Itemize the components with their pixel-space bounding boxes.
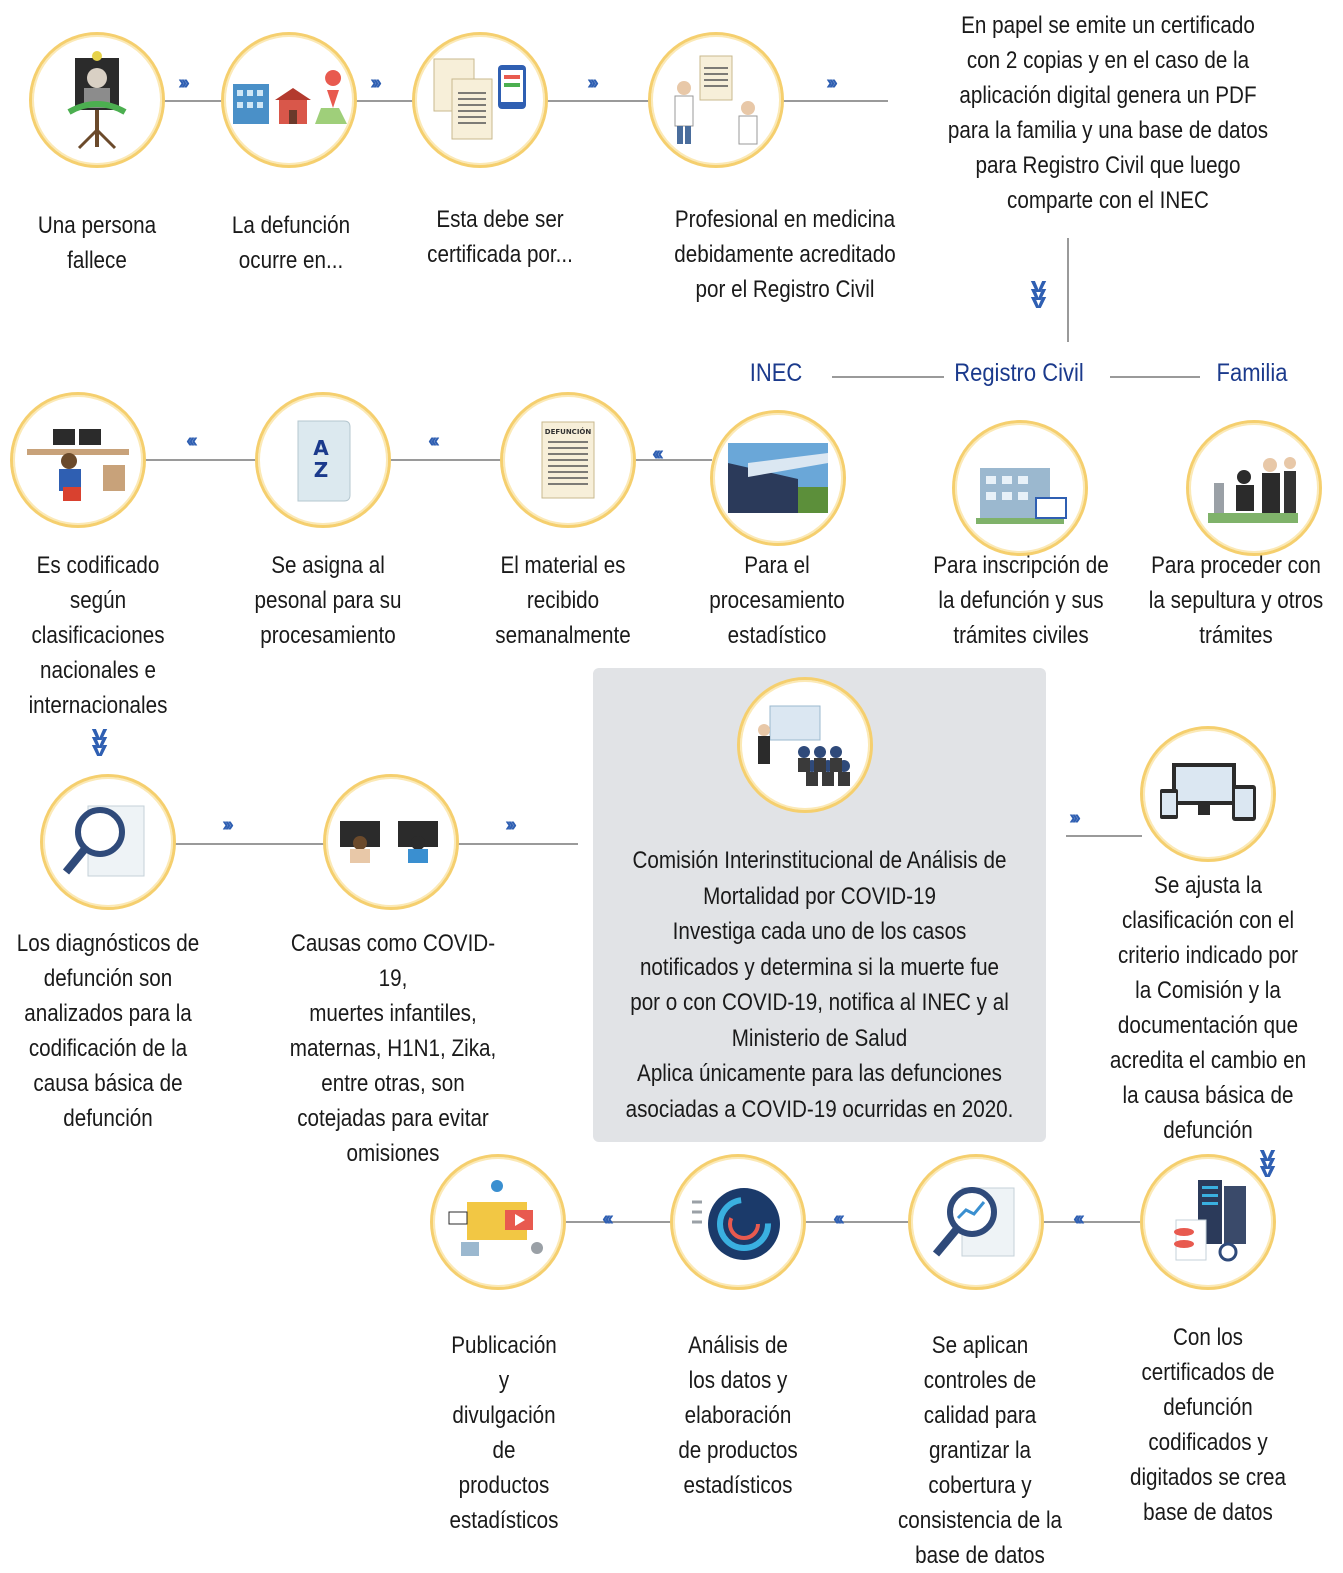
circle-analysis: [670, 1154, 806, 1290]
scroll-document-icon: A Z: [297, 420, 351, 502]
funeral-family-icon: [1208, 457, 1298, 523]
header-familia: Familia: [1216, 359, 1288, 387]
arrow-right-icon: ›››: [370, 72, 382, 94]
meeting-presentation-icon: [758, 705, 850, 786]
step-quality-label: Se aplican controles de calidad para gra…: [897, 1332, 1063, 1569]
workers-computers-icon: [340, 821, 438, 863]
arrow-left-icon: ‹‹‹: [602, 1208, 614, 1230]
office-workers-icon: [27, 429, 129, 501]
familia-desc-label: Para proceder con la sepultura y otros t…: [1148, 552, 1324, 649]
circle-registro-civil: [952, 420, 1088, 556]
svg-text:Z: Z: [314, 458, 329, 482]
step-causes-label: Causas como COVID-19, muertes infantiles…: [289, 930, 497, 1167]
donut-chart-icon: [692, 1188, 780, 1260]
step-coded-label: Es codificado según clasificaciones naci…: [28, 552, 168, 719]
deceased-portrait-icon: [67, 51, 127, 150]
arrow-left-icon: ‹‹‹: [833, 1208, 845, 1230]
step-analysis-label: Análisis de los datos y elaboración de p…: [678, 1332, 798, 1499]
step-assigned-label: Se asigna al pesonal para su procesamien…: [254, 552, 402, 649]
circle-publication: [430, 1154, 566, 1290]
step-publication-label: Publicación y divulgación de productos e…: [449, 1332, 559, 1534]
circle-adjust: [1140, 726, 1276, 862]
inec-desc-label: Para el procesamiento estadístico: [709, 552, 845, 649]
registro-civil-building-icon: [976, 468, 1067, 524]
step-certificate-copies-label: En papel se emite un certificado con 2 c…: [947, 12, 1269, 214]
arrow-left-icon: ‹‹‹: [652, 443, 664, 465]
step-database-label: Con los certificados de defunción codifi…: [1129, 1324, 1287, 1526]
magnifier-document-icon: [62, 805, 145, 877]
devices-icon: [1160, 763, 1256, 821]
inec-building-icon: [728, 443, 828, 513]
arrow-right-icon: ›››: [505, 814, 517, 836]
server-database-icon: [1174, 1180, 1246, 1262]
step-received-label: El material es recibido semanalmente: [495, 552, 631, 649]
circle-person-dies: [29, 32, 165, 168]
step-adjust-label: Se ajusta la clasificación con el criter…: [1109, 872, 1307, 1144]
circle-commission: [737, 677, 873, 813]
arrow-right-icon: ›››: [178, 72, 190, 94]
certificate-documents-icon: [433, 58, 526, 140]
circle-certification: [412, 32, 548, 168]
arrow-left-icon: ‹‹‹: [1073, 1208, 1085, 1230]
step-place-label: La defunción ocurre en...: [231, 212, 351, 274]
arrow-right-icon: ›››: [222, 814, 234, 836]
doctors-icon: [674, 55, 758, 145]
circle-doctors: [648, 32, 784, 168]
step-certified-label: Esta debe ser certificada por...: [427, 206, 573, 268]
doc-title-text: DEFUNCIÓN: [545, 427, 592, 436]
magnifier-chart-icon: [932, 1187, 1015, 1257]
circle-diagnostics: [40, 774, 176, 910]
arrow-right-icon: ›››: [1069, 807, 1081, 829]
circle-assigned: A Z: [255, 392, 391, 528]
death-certificate-icon: DEFUNCIÓN: [541, 421, 595, 499]
arrow-left-icon: ‹‹‹: [186, 430, 198, 452]
circle-place: [221, 32, 357, 168]
arrow-left-icon: ‹‹‹: [428, 430, 440, 452]
circle-coding-staff: [10, 392, 146, 528]
arrow-right-icon: ›››: [826, 72, 838, 94]
step-doctor-label: Profesional en medicina debidamente acre…: [674, 206, 896, 303]
step-person-dies-label: Una persona fallece: [37, 212, 157, 274]
circle-inec: [710, 410, 846, 546]
header-inec: INEC: [749, 359, 803, 387]
digital-media-icon: [448, 1180, 543, 1256]
circle-causes: [323, 774, 459, 910]
registro-civil-desc-label: Para inscripción de la defunción y sus t…: [933, 552, 1109, 649]
circle-quality: [908, 1154, 1044, 1290]
circle-material-received: DEFUNCIÓN: [500, 392, 636, 528]
header-registro-civil: Registro Civil: [954, 359, 1084, 387]
hospital-home-location-icon: [233, 70, 347, 124]
circle-familia: [1186, 420, 1322, 556]
circle-database: [1140, 1154, 1276, 1290]
arrow-right-icon: ›››: [587, 72, 599, 94]
commission-text: Comisión Interinstitucional de Análisis …: [625, 847, 1014, 1123]
step-diagnostics-label: Los diagnósticos de defunción son analiz…: [16, 930, 200, 1132]
svg-text:A: A: [313, 436, 329, 460]
